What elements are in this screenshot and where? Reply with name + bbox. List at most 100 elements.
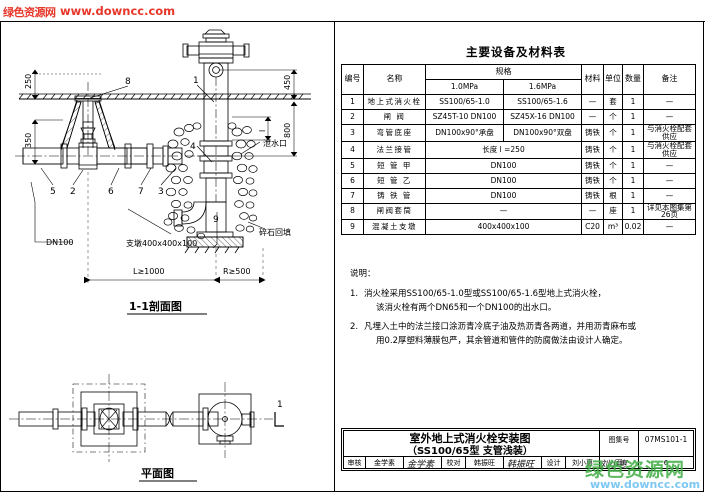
check-name: 韩振旺 <box>474 459 495 467</box>
cell-unit: 座 <box>603 202 623 221</box>
cell-unit: 个 <box>603 172 623 189</box>
callout-1: 1 <box>193 76 199 86</box>
cell-qty: 1 <box>622 124 644 142</box>
check-signature: 韩振旺 <box>507 460 535 470</box>
cell-remark: 与消火栓配套供应 <box>643 140 696 159</box>
atlas-number: 07MS101-1 <box>644 435 688 444</box>
notes-title: 说明： <box>350 269 376 279</box>
note-text: 凡埋入土中的法兰接口涂沥青冷底子油及热沥青各两道，并用沥青麻布或用0.2厚塑料薄… <box>364 321 695 352</box>
th-no: 编号 <box>341 64 364 95</box>
note-number: 2. <box>350 321 359 332</box>
atlas-label: 图集号 <box>608 436 630 444</box>
th-unit: 单位 <box>603 64 623 95</box>
title-block-inner-border <box>343 430 694 469</box>
th-remark: 备注 <box>643 64 696 95</box>
cell-material: C20 <box>581 219 604 236</box>
th-spec-16: 1.6MPa <box>503 79 582 95</box>
tb-vline-8 <box>541 456 542 469</box>
cell-unit: 个 <box>603 140 623 159</box>
callout-5: 5 <box>50 187 56 197</box>
cell-no: 9 <box>341 219 364 236</box>
callout-3: 3 <box>158 187 164 197</box>
table-header-row: 编号 名称 规格 材料 单位 数量 备注 <box>341 64 696 95</box>
cell-unit: 套 <box>603 94 623 110</box>
cell-qty: 0.02 <box>622 219 644 236</box>
cell-no: 1 <box>341 94 364 110</box>
cell-material: 铸铁 <box>581 124 604 142</box>
cell-spec-16: SZ45X-16 DN100 <box>503 109 582 125</box>
cell-name: 闸阀套筒 <box>363 202 426 221</box>
cell-spec: 长度 l =250 <box>425 140 582 159</box>
drawing-sheet-border <box>0 21 704 492</box>
review-name: 金学素 <box>374 459 395 467</box>
cell-remark: 与消火栓配套供应 <box>643 124 696 142</box>
note-item: 2. 凡埋入土中的法兰接口涂沥青冷底子油及热沥青各两道，并用沥青麻布或用0.2厚塑… <box>350 321 695 352</box>
design-signature: 刘小惠 <box>600 460 628 470</box>
title-block-outer-border <box>341 428 696 471</box>
cell-no: 4 <box>341 140 364 159</box>
cell-remark: — <box>643 109 696 125</box>
note-line: 该消火栓有两个DN65和一个DN100的出水口。 <box>376 303 557 313</box>
callout-9: 9 <box>213 215 219 225</box>
label-drain: 泄水口 <box>263 138 287 148</box>
watermark-bar: 绿色资源网 www.downcc.com <box>0 0 705 22</box>
dim-450: 450 <box>283 75 292 90</box>
callout-7: 7 <box>138 187 144 197</box>
cell-name: 短 管 乙 <box>363 172 426 189</box>
cell-material: — <box>581 202 604 221</box>
cell-no: 6 <box>341 172 364 189</box>
cell-qty: 1 <box>622 172 644 189</box>
cell-spec: 400x400x100 <box>425 219 582 236</box>
cell-no: 3 <box>341 124 364 142</box>
cell-material: — <box>581 94 604 110</box>
tb-vline-3 <box>365 456 366 469</box>
cell-material: 铸铁 <box>581 187 604 204</box>
cell-name: 混凝土支墩 <box>363 219 426 236</box>
tb-vline-7 <box>503 456 504 469</box>
th-name: 名称 <box>363 64 426 95</box>
cell-spec-10: SS100/65-1.0 <box>425 94 504 110</box>
cell-name: 弯管底座 <box>363 124 426 142</box>
sheet-title: 室外地上式消火栓安装图 （SS100/65型 支管浅装） <box>345 432 595 458</box>
cell-spec: DN100 <box>425 187 582 204</box>
section-caption: 1-1剖面图 <box>129 299 182 313</box>
note-text: 消火栓采用SS100/65-1.0型或SS100/65-1.6型地上式消火栓，该… <box>364 289 695 319</box>
cell-qty: 1 <box>622 187 644 204</box>
cell-spec-16: SS100/65-1.6 <box>503 94 582 110</box>
dim-800: 800 <box>283 123 292 138</box>
cell-name: 法兰接管 <box>363 140 426 159</box>
notes-section: 说明： 1. 消火栓采用SS100/65-1.0型或SS100/65-1.6型地上… <box>350 270 695 356</box>
cell-name: 地上式消火栓 <box>363 94 426 110</box>
page-number: 6 <box>663 459 669 467</box>
notes-list: 1. 消火栓采用SS100/65-1.0型或SS100/65-1.6型地上式消火栓… <box>350 288 695 352</box>
note-number: 1. <box>350 288 359 299</box>
callout-4: 4 <box>190 142 196 152</box>
cell-material: 铸铁 <box>581 157 604 174</box>
cell-remark: 详见本图集第26页 <box>643 202 696 221</box>
cell-qty: 1 <box>622 140 644 159</box>
title-block: 室外地上式消火栓安装图 （SS100/65型 支管浅装） 图集号 07MS101… <box>341 428 696 471</box>
callout-6: 6 <box>108 187 114 197</box>
th-qty: 数量 <box>622 64 644 95</box>
cell-qty: 1 <box>622 94 644 110</box>
cell-no: 8 <box>341 202 364 221</box>
tb-hline <box>343 456 694 457</box>
design-label: 设计 <box>546 459 561 467</box>
cell-name: 铸 铁 管 <box>363 187 426 204</box>
cell-spec: DN100 <box>425 157 582 174</box>
cell-material: — <box>581 109 604 125</box>
cell-unit: 个 <box>603 124 623 142</box>
cell-qty: 1 <box>622 109 644 125</box>
dim-350: 350 <box>24 133 33 148</box>
bottom-logo-watermark: 绿色资源网 <box>585 459 686 481</box>
cell-material: 铸铁 <box>581 140 604 159</box>
cell-remark: — <box>643 219 696 236</box>
cell-remark: — <box>643 157 696 174</box>
cell-unit: 个 <box>603 109 623 125</box>
note-line: 凡埋入土中的法兰接口涂沥青冷底子油及热沥青各两道，并用沥青麻布或 <box>364 321 637 332</box>
